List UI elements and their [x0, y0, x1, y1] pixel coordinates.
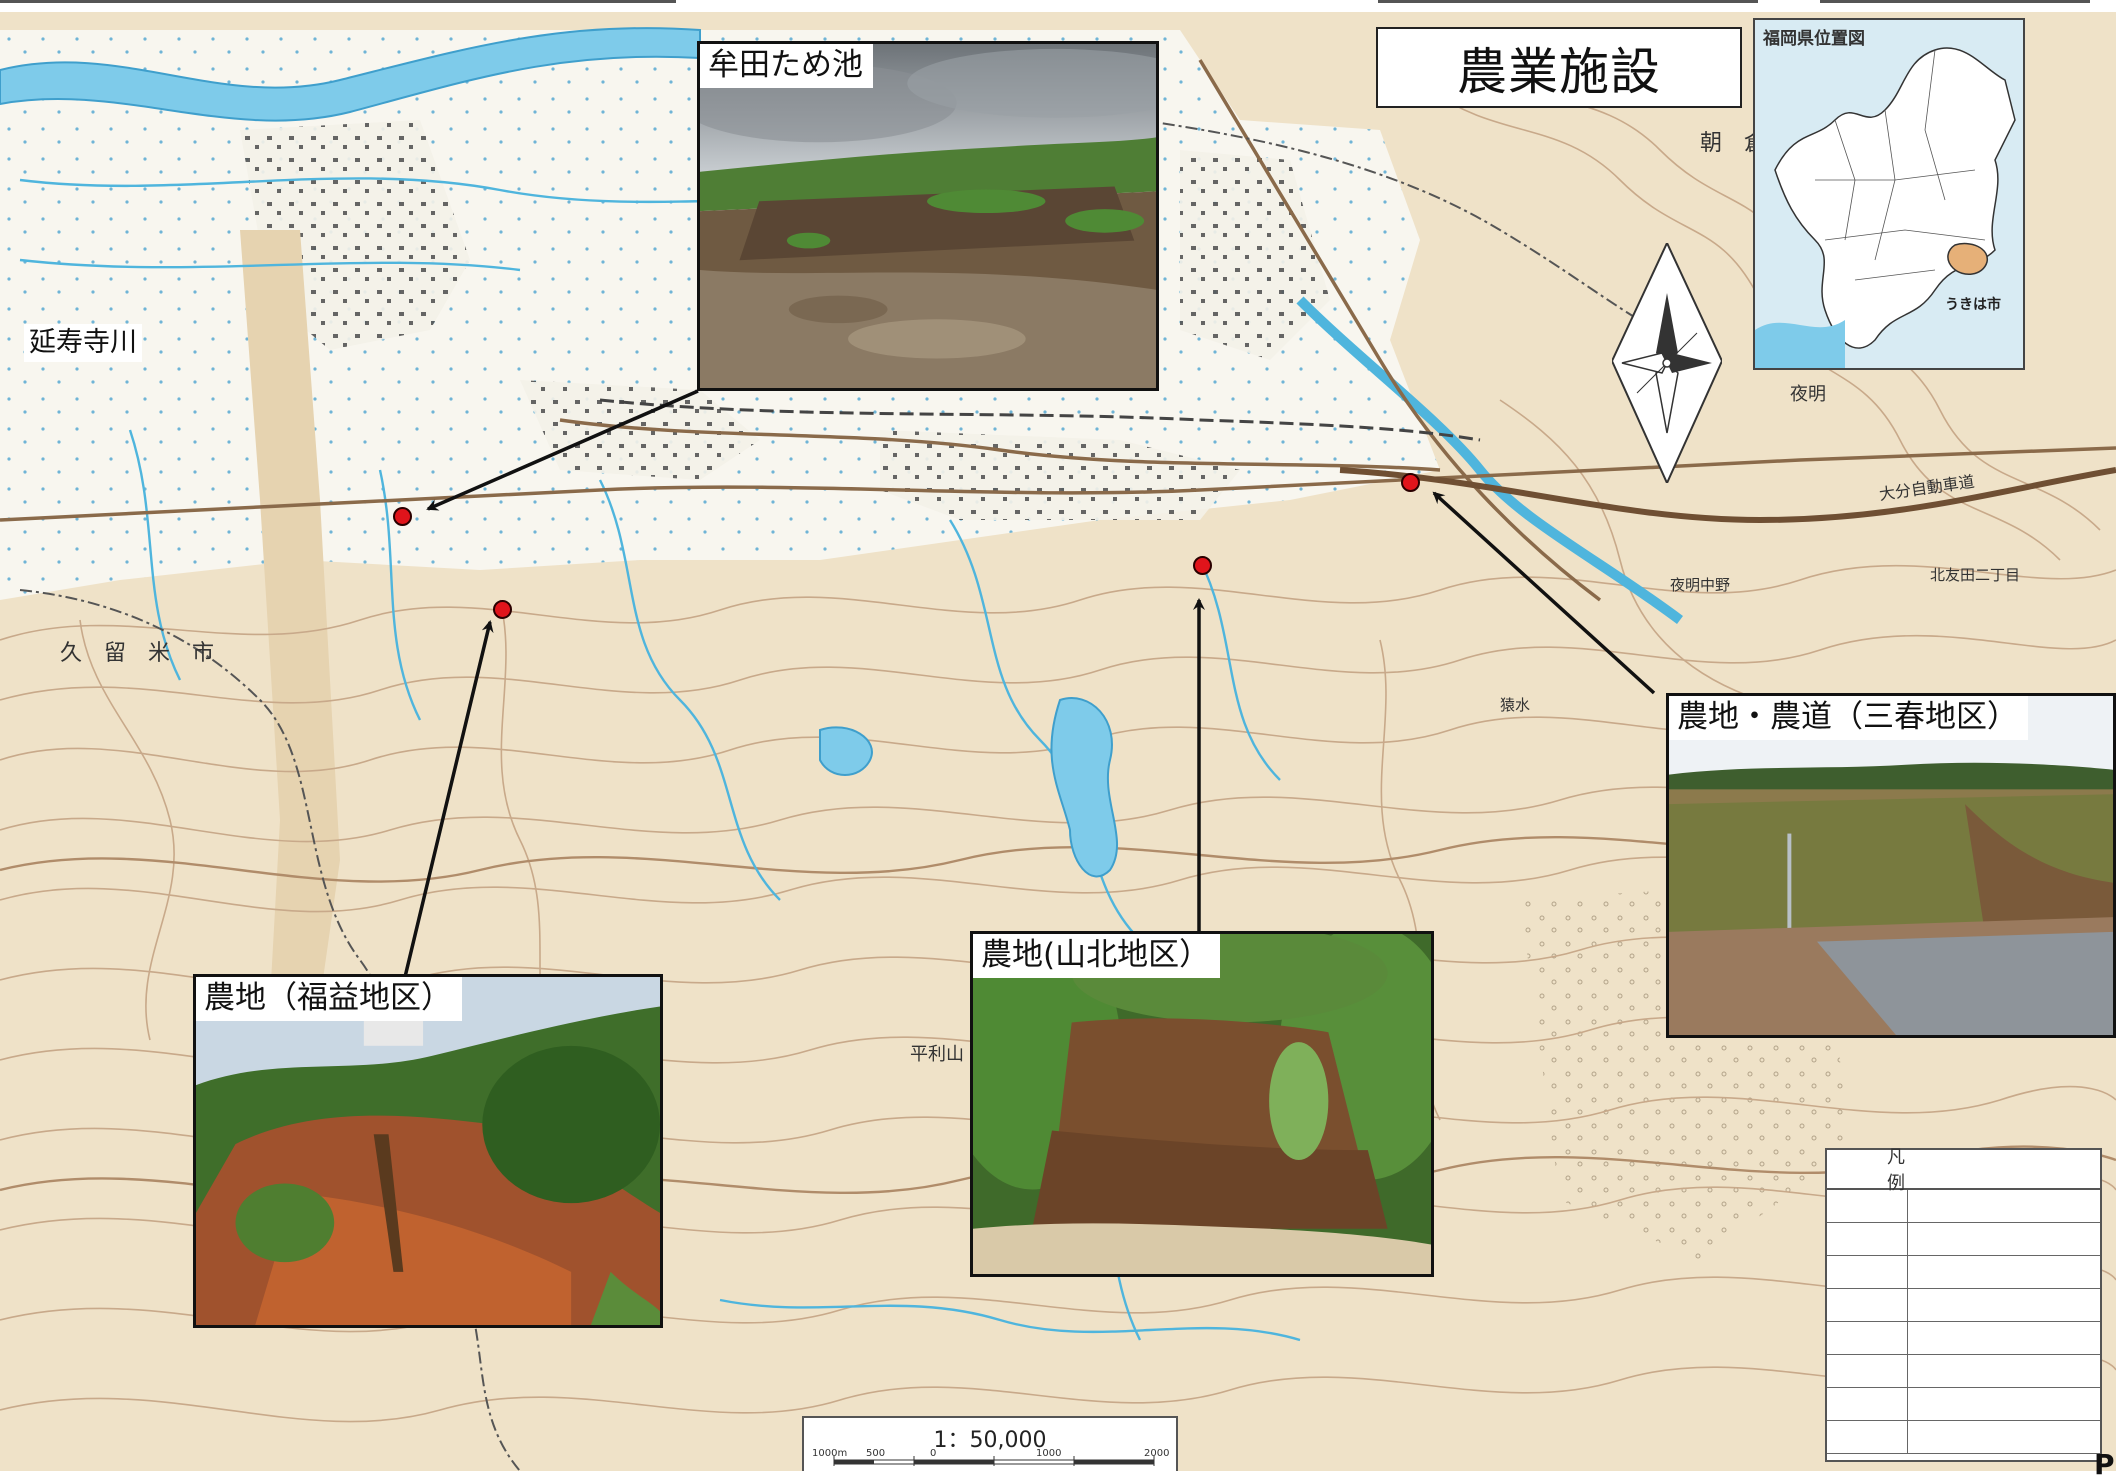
- map-label-hirarikiyama: 平利山: [910, 1044, 964, 1065]
- scale-tick-label: 0: [930, 1448, 937, 1459]
- site-marker-fukumasu[interactable]: [493, 600, 512, 619]
- site-marker-yamakita[interactable]: [1193, 556, 1212, 575]
- scale-ruler: [833, 1456, 1155, 1466]
- urban-area: [880, 430, 1240, 520]
- legend-heading: 凡 例: [1827, 1147, 2100, 1194]
- inset-city-label: うきは市: [1945, 297, 2001, 313]
- map-label-yoakemae: 夜明中野: [1670, 576, 1730, 594]
- miharu-landslide-photo: [1669, 696, 2113, 1035]
- scale-ratio: 1：50,000: [933, 1428, 1047, 1453]
- photo-fukumasu[interactable]: 農地（福益地区）: [193, 974, 663, 1328]
- fukumasu-landslide-photo: [196, 977, 660, 1325]
- yamakita-landslide-photo: [973, 934, 1431, 1274]
- pond-embankment-photo: [700, 44, 1156, 388]
- scale-tick-label: 2000: [1144, 1448, 1170, 1459]
- expressway: [1339, 467, 2116, 524]
- fukuoka-prefecture-outline: [1755, 20, 2023, 368]
- legend-row: [1827, 1223, 2100, 1256]
- legend-row: [1827, 1190, 2100, 1223]
- top-margin-strip: [0, 0, 2116, 12]
- legend-row: [1827, 1355, 2100, 1388]
- scale-tick-label: 1000: [1036, 1448, 1062, 1459]
- urban-area: [1180, 150, 1330, 360]
- place-label-enjuji-river: 延寿寺川: [24, 324, 142, 362]
- top-rule-right: [1378, 0, 1758, 3]
- photo-caption-mutaguchi: 牟田ため池: [700, 44, 873, 88]
- photo-mutaguchi-pond[interactable]: 牟田ため池: [697, 41, 1159, 391]
- map-label-kitatomoda: 北友田二丁目: [1930, 566, 2020, 584]
- map-label-sanpo: 猿水: [1500, 696, 1530, 714]
- scale-tick-label: 1000m: [812, 1448, 848, 1459]
- site-marker-mutaguchi[interactable]: [393, 507, 412, 526]
- north-arrow-icon: [1612, 243, 1722, 483]
- rail-line: [599, 398, 1481, 442]
- inset-title: 福岡県位置図: [1763, 29, 1865, 49]
- top-rule-left: [0, 0, 676, 3]
- photo-caption-yamakita: 農地(山北地区）: [973, 934, 1221, 978]
- legend-row: [1827, 1289, 2100, 1322]
- photo-caption-miharu: 農地・農道（三春地区）: [1669, 696, 2028, 740]
- photo-yamakita[interactable]: 農地(山北地区）: [970, 931, 1434, 1277]
- photo-caption-fukumasu: 農地（福益地区）: [196, 977, 462, 1021]
- fukuoka-location-inset[interactable]: 福岡県位置図 うきは市: [1753, 18, 2025, 370]
- legend-box: 凡 例: [1825, 1147, 2102, 1462]
- site-marker-miharu[interactable]: [1401, 473, 1420, 492]
- map-title: 農業施設: [1376, 27, 1742, 108]
- scale-tick-label: 500: [866, 1448, 886, 1459]
- photo-miharu[interactable]: 農地・農道（三春地区）: [1666, 693, 2116, 1038]
- legend-row: [1827, 1388, 2100, 1421]
- reservoir-small: [819, 726, 873, 776]
- legend-row: [1827, 1421, 2100, 1454]
- map-label-yoake: 夜明: [1790, 384, 1826, 405]
- ukiha-city-highlight: [1947, 242, 1988, 275]
- scale-bar: 1：50,000 1000m 500 0 1000 2000: [802, 1416, 1178, 1471]
- top-rule-far-right: [1820, 0, 2090, 3]
- legend-row: [1827, 1256, 2100, 1289]
- page-number: P6: [2094, 1448, 2116, 1481]
- reservoir: [1050, 697, 1119, 878]
- ridge-band: [240, 230, 340, 1000]
- legend-row: [1827, 1322, 2100, 1355]
- map-label-kurume: 久 留 米 市: [60, 641, 214, 666]
